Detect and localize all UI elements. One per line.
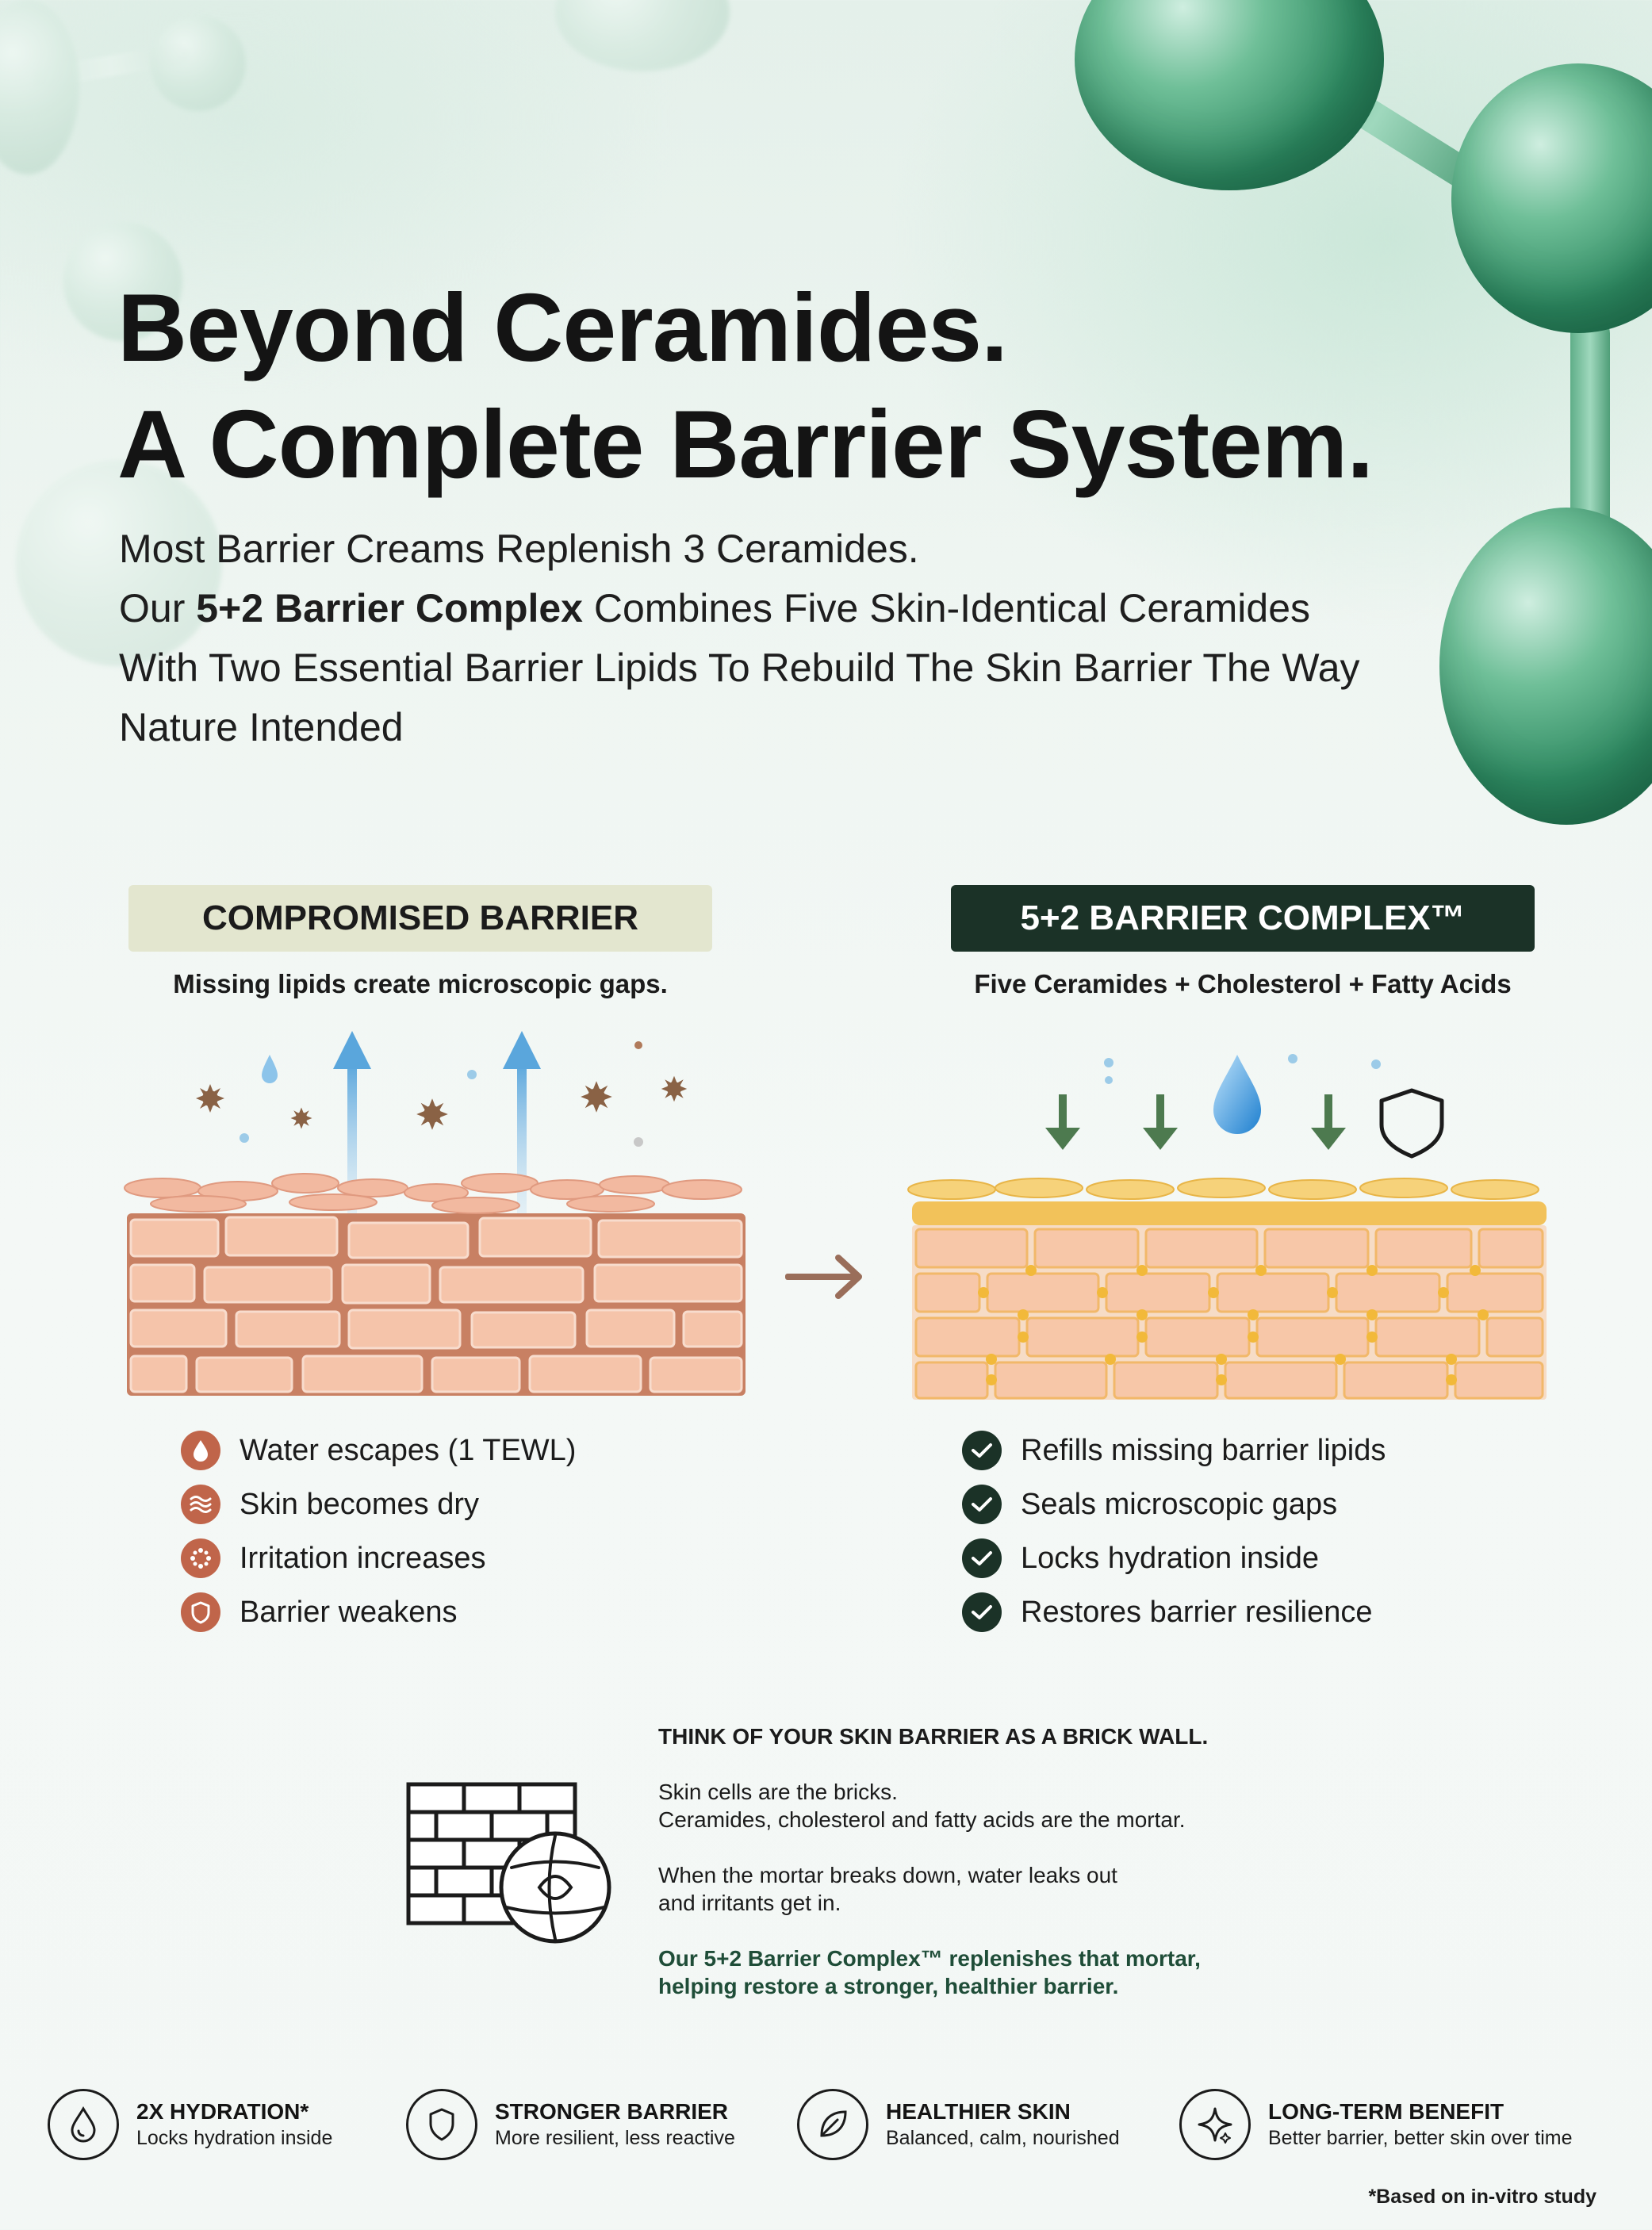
footnote: *Based on in-vitro study	[1368, 2186, 1596, 2208]
escaping-water-drop-icon	[262, 1055, 278, 1083]
intro-text: Most Barrier Creams Replenish 3 Ceramide…	[119, 519, 1467, 757]
list-item: Restores barrier resilience	[962, 1585, 1386, 1639]
list-item: Locks hydration inside	[962, 1531, 1386, 1585]
headline-line-2: A Complete Barrier System.	[117, 390, 1374, 498]
intro-line-4: Nature Intended	[119, 705, 404, 749]
compromised-barrier-illustration	[124, 1031, 746, 1396]
barrier-complex-label: 5+2 BARRIER COMPLEX™	[951, 885, 1535, 952]
benefit-title: STRONGER BARRIER	[495, 2099, 729, 2124]
benefit-title: 2X HYDRATION*	[136, 2099, 309, 2124]
compromised-subtitle: Missing lipids create microscopic gaps.	[173, 969, 668, 998]
check-icon	[962, 1592, 1002, 1632]
lipid-down-arrow-icon	[1311, 1094, 1346, 1150]
brick-wall-paragraph: Our 5+2 Barrier Complex™ replenishes tha…	[658, 1946, 1201, 1998]
benefit-title: HEALTHIER SKIN	[886, 2099, 1071, 2124]
irritant-particles	[196, 1075, 688, 1130]
restored-barrier-illustration	[907, 1054, 1547, 1400]
water-drop-icon	[181, 1431, 220, 1470]
check-icon	[962, 1485, 1002, 1524]
irritation-dots-icon	[181, 1538, 220, 1578]
compromised-effects-list: Water escapes (1 TEWL) Skin becomes dry …	[181, 1423, 576, 1639]
benefit-stronger-barrier: STRONGER BARRIER More resilient, less re…	[406, 2089, 735, 2160]
hydration-drop-icon	[1213, 1055, 1261, 1134]
benefit-title: LONG-TERM BENEFIT	[1268, 2099, 1504, 2124]
benefit-description: Balanced, calm, nourished	[886, 2127, 1120, 2149]
list-item: Irritation increases	[181, 1531, 576, 1585]
shield-outline-icon	[406, 2089, 477, 2160]
drop-outline-icon	[48, 2089, 119, 2160]
headline-line-1: Beyond Ceramides.	[117, 274, 1008, 381]
shield-icon	[181, 1592, 220, 1632]
benefit-healthier-skin: HEALTHIER SKIN Balanced, calm, nourished	[797, 2089, 1120, 2160]
benefit-description: Better barrier, better skin over time	[1268, 2127, 1573, 2149]
intro-line-1: Most Barrier Creams Replenish 3 Ceramide…	[119, 527, 919, 571]
list-item: Refills missing barrier lipids	[962, 1423, 1386, 1477]
list-item: Seals microscopic gaps	[962, 1477, 1386, 1531]
intro-line-2: Our 5+2 Barrier Complex Combines Five Sk…	[119, 586, 1311, 630]
benefit-description: Locks hydration inside	[136, 2127, 333, 2149]
brick-wall-paragraph: When the mortar breaks down, water leaks…	[658, 1863, 1117, 1915]
benefit-hydration: 2X HYDRATION* Locks hydration inside	[48, 2089, 332, 2160]
sparkle-icon	[1179, 2089, 1251, 2160]
list-item: Skin becomes dry	[181, 1477, 576, 1531]
brick-wall-icon	[406, 1782, 611, 1944]
brick-wall-paragraph: Skin cells are the bricks. Ceramides, ch…	[658, 1780, 1186, 1832]
complex-benefits-list: Refills missing barrier lipids Seals mic…	[962, 1423, 1386, 1639]
compromised-barrier-label: COMPROMISED BARRIER	[128, 885, 712, 952]
protection-shield-icon	[1379, 1088, 1444, 1159]
lipid-down-arrow-icon	[1143, 1094, 1178, 1150]
check-icon	[962, 1431, 1002, 1470]
benefit-long-term: LONG-TERM BENEFIT Better barrier, better…	[1179, 2089, 1572, 2160]
dry-waves-icon	[181, 1485, 220, 1524]
list-item: Barrier weakens	[181, 1585, 576, 1639]
brick-wall-heading: THINK OF YOUR SKIN BARRIER AS A BRICK WA…	[658, 1724, 1209, 1749]
intro-complex-name: 5+2 Barrier Complex	[196, 586, 583, 630]
leaf-icon	[797, 2089, 868, 2160]
intro-line-3: With Two Essential Barrier Lipids To Reb…	[119, 646, 1360, 690]
brick-wall-explanation: THINK OF YOUR SKIN BARRIER AS A BRICK WA…	[658, 1722, 1372, 2028]
list-item: Water escapes (1 TEWL)	[181, 1423, 576, 1477]
benefit-description: More resilient, less reactive	[495, 2127, 735, 2149]
transition-arrow-icon	[785, 1255, 862, 1299]
check-icon	[962, 1538, 1002, 1578]
lipid-down-arrow-icon	[1045, 1094, 1080, 1150]
headline: Beyond Ceramides. A Complete Barrier Sys…	[117, 270, 1374, 503]
complex-subtitle: Five Ceramides + Cholesterol + Fatty Aci…	[974, 969, 1512, 998]
escaping-water-arrow-icon	[503, 1031, 541, 1237]
